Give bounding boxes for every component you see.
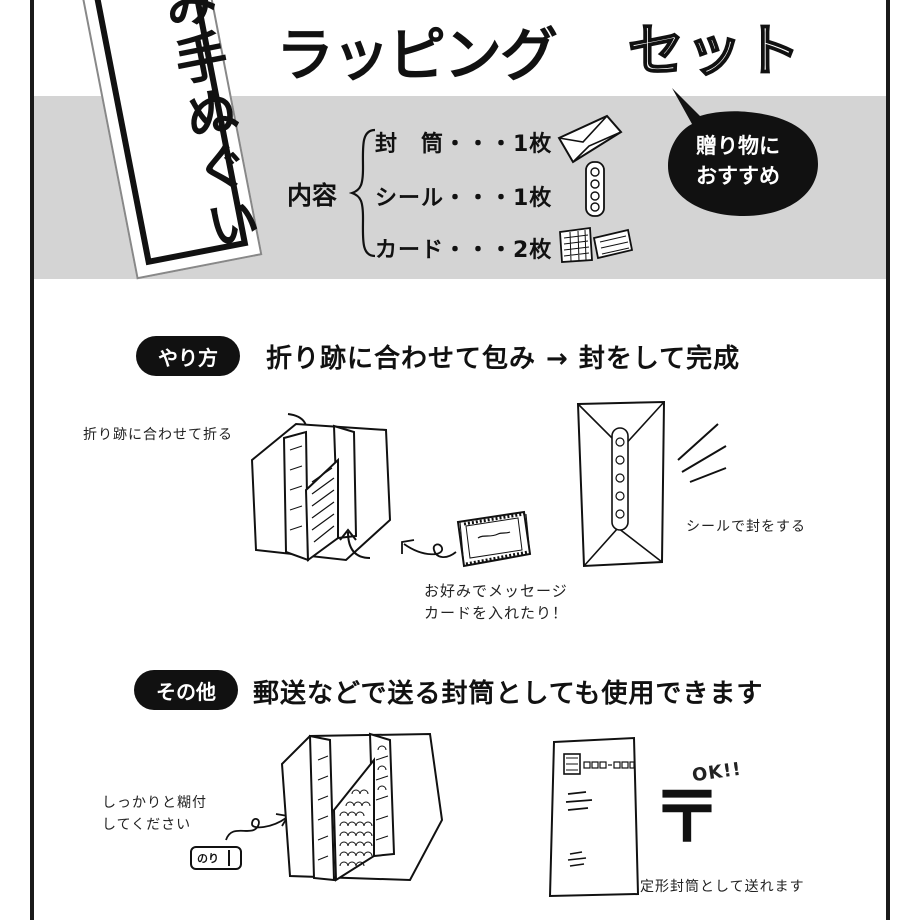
open-envelope-pattern-illustration bbox=[280, 732, 444, 882]
envelope-icon bbox=[557, 114, 623, 164]
message-cards-icon bbox=[559, 226, 634, 263]
open-envelope-illustration bbox=[250, 422, 392, 562]
glue-note-line-1: しっかりと糊付 bbox=[102, 795, 207, 811]
addressed-envelope-illustration bbox=[548, 736, 640, 898]
frame-right-border bbox=[886, 0, 890, 920]
glue-note: しっかりと糊付 してください bbox=[102, 792, 207, 836]
seal-note: シールで封をする bbox=[686, 519, 806, 535]
contents-item-envelope: 封 筒・・・1枚 bbox=[375, 132, 553, 157]
other-badge: その他 bbox=[134, 670, 238, 710]
card-note-line-1: お好みでメッセージ bbox=[424, 582, 568, 600]
glue-label: のり bbox=[197, 852, 219, 865]
glue-cap bbox=[228, 850, 236, 866]
postal-mark-icon: 〒 bbox=[652, 776, 722, 858]
brace-icon bbox=[349, 128, 376, 258]
title-main: ラッピング bbox=[276, 21, 558, 89]
sealed-envelope-illustration bbox=[576, 400, 666, 568]
glue-stick-illustration: のり bbox=[190, 846, 242, 870]
glue-note-line-2: してください bbox=[102, 817, 192, 833]
card-note-line-2: カードを入れたり！ bbox=[424, 604, 569, 622]
other-heading: 郵送などで送る封筒としても使用できます bbox=[253, 679, 764, 709]
contents-item-seal: シール・・・1枚 bbox=[375, 186, 553, 211]
title-sub: セット bbox=[627, 18, 802, 85]
emphasis-lines-icon bbox=[677, 423, 727, 483]
card-note: お好みでメッセージ カードを入れたり！ bbox=[424, 580, 568, 624]
recommend-bubble bbox=[668, 88, 818, 216]
seal-sticker-icon bbox=[585, 161, 605, 217]
frame-left-border bbox=[30, 0, 34, 920]
contents-item-card: カード・・・2枚 bbox=[375, 238, 553, 263]
contents-label: 内容 bbox=[287, 181, 338, 210]
message-card-illustration bbox=[456, 510, 532, 568]
insert-arrow-icon bbox=[401, 539, 457, 558]
envelope-note: 定形封筒として送れます bbox=[640, 879, 805, 895]
bubble-line-1: 贈り物に bbox=[696, 134, 780, 158]
curved-arrow-up-icon bbox=[339, 528, 371, 559]
fold-note: 折り跡に合わせて折る bbox=[83, 427, 233, 443]
method-badge: やり方 bbox=[136, 336, 240, 376]
bubble-text: 贈り物に おすすめ bbox=[662, 131, 814, 191]
bubble-line-2: おすすめ bbox=[696, 164, 780, 188]
method-heading: 折り跡に合わせて包み → 封をして完成 bbox=[266, 344, 741, 374]
